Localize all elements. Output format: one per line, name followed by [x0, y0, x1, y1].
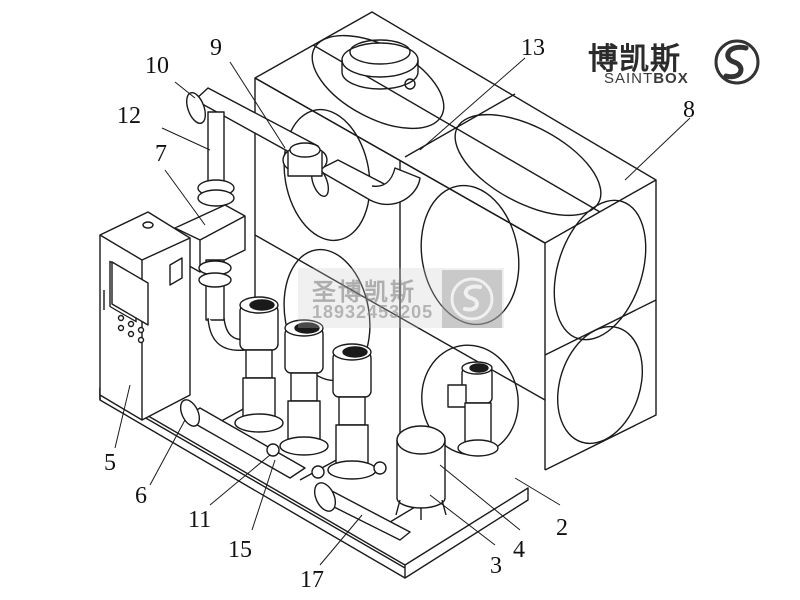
callout-17: 17 — [300, 567, 324, 593]
callout-10: 10 — [145, 53, 169, 79]
callout-7: 7 — [155, 141, 167, 167]
outlet-pipe — [174, 87, 421, 352]
leader-lines — [114, 57, 691, 566]
brand-name-en-part1: SAINT — [604, 70, 654, 87]
discharge-manifold — [266, 443, 411, 541]
control-cabinet — [99, 211, 191, 421]
brand-name-en: SAINTBOX — [604, 70, 689, 87]
pressure-tank — [395, 425, 447, 520]
watermark-name: 圣博凯斯 — [312, 278, 416, 306]
callout-6: 6 — [135, 483, 147, 509]
watermark-box — [298, 268, 504, 328]
brand-logo-icon — [714, 39, 760, 85]
callout-labels: 2 3 4 5 6 7 8 9 10 11 12 13 15 17 — [104, 35, 695, 593]
callout-9: 9 — [210, 35, 222, 61]
callout-13: 13 — [521, 35, 545, 61]
callout-2: 2 — [556, 515, 568, 541]
callout-4: 4 — [513, 537, 525, 563]
callout-11: 11 — [188, 507, 211, 533]
pump-2 — [279, 319, 329, 456]
suction-manifold — [179, 399, 306, 479]
brand-name-cn: 博凯斯 — [588, 42, 681, 77]
pump-3 — [327, 343, 377, 480]
callout-15: 15 — [228, 537, 252, 563]
brand-name-en-part2: BOX — [653, 70, 689, 87]
callout-5: 5 — [104, 450, 116, 476]
callout-3: 3 — [490, 553, 502, 579]
callout-12: 12 — [117, 103, 141, 129]
callout-8: 8 — [683, 97, 695, 123]
pump-1 — [234, 296, 284, 433]
watermark-logo-icon — [442, 270, 502, 328]
watermark-phone: 18932453205 — [312, 302, 434, 322]
small-pump — [447, 361, 499, 457]
